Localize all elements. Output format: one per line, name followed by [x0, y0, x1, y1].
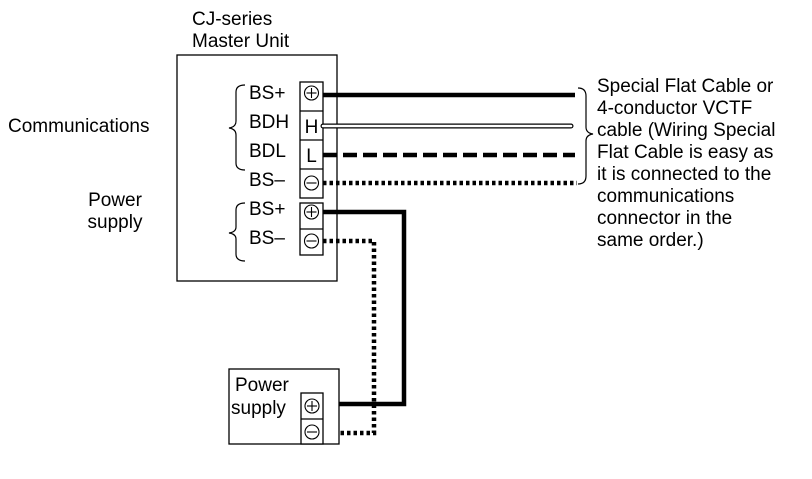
- cable-note-line: Flat Cable is easy as: [597, 142, 773, 163]
- cable-note-line: it is connected to the: [597, 164, 771, 185]
- cable-note: Special Flat Cable or 4-conductor VCTF c…: [597, 76, 775, 251]
- power-supply-label-line2: supply: [88, 212, 143, 233]
- power-bracket: [228, 202, 246, 262]
- terminal-label-power-bs-minus: BS–: [249, 228, 285, 249]
- terminal-symbol-l: L: [306, 146, 317, 167]
- communications-terminal-block: [299, 81, 324, 199]
- cable-note-line: 4-conductor VCTF: [597, 98, 752, 119]
- master-unit-title-line1: CJ-series: [192, 9, 272, 30]
- terminal-symbol-h: H: [305, 117, 319, 138]
- communications-bracket: [228, 84, 246, 171]
- terminal-label-bs-minus: BS–: [249, 170, 285, 191]
- power-supply-box-label-line2: supply: [231, 398, 286, 419]
- power-supply-box-label-line1: Power: [235, 375, 290, 396]
- power-supply-terminal-block: [300, 392, 324, 445]
- cable-note-line: connector in the: [597, 208, 732, 229]
- wire-power-negative: [323, 238, 377, 436]
- terminal-label-bdh: BDH: [249, 112, 289, 133]
- cable-note-line: same order.): [597, 230, 704, 251]
- terminal-label-power-bs-plus: BS+: [249, 199, 285, 220]
- communications-label: Communications: [8, 116, 150, 137]
- plus-icon: [304, 398, 320, 414]
- master-unit-title-line2: Master Unit: [192, 31, 290, 52]
- terminal-label-bdl: BDL: [249, 141, 286, 162]
- wire-power-positive: [323, 209, 407, 407]
- minus-icon: [303, 233, 320, 249]
- cable-note-line: cable (Wiring Special: [597, 120, 775, 141]
- plus-icon: [303, 85, 320, 101]
- plus-icon: [303, 204, 320, 220]
- master-unit-box: [176, 54, 338, 282]
- terminal-label-bs-plus: BS+: [249, 83, 285, 104]
- minus-icon: [304, 424, 320, 440]
- cable-note-line: communications: [597, 186, 734, 207]
- cable-note-line: Special Flat Cable or: [597, 76, 774, 97]
- minus-icon: [303, 175, 320, 191]
- cable-note-bracket: [577, 87, 594, 185]
- power-supply-label-line1: Power: [88, 190, 143, 211]
